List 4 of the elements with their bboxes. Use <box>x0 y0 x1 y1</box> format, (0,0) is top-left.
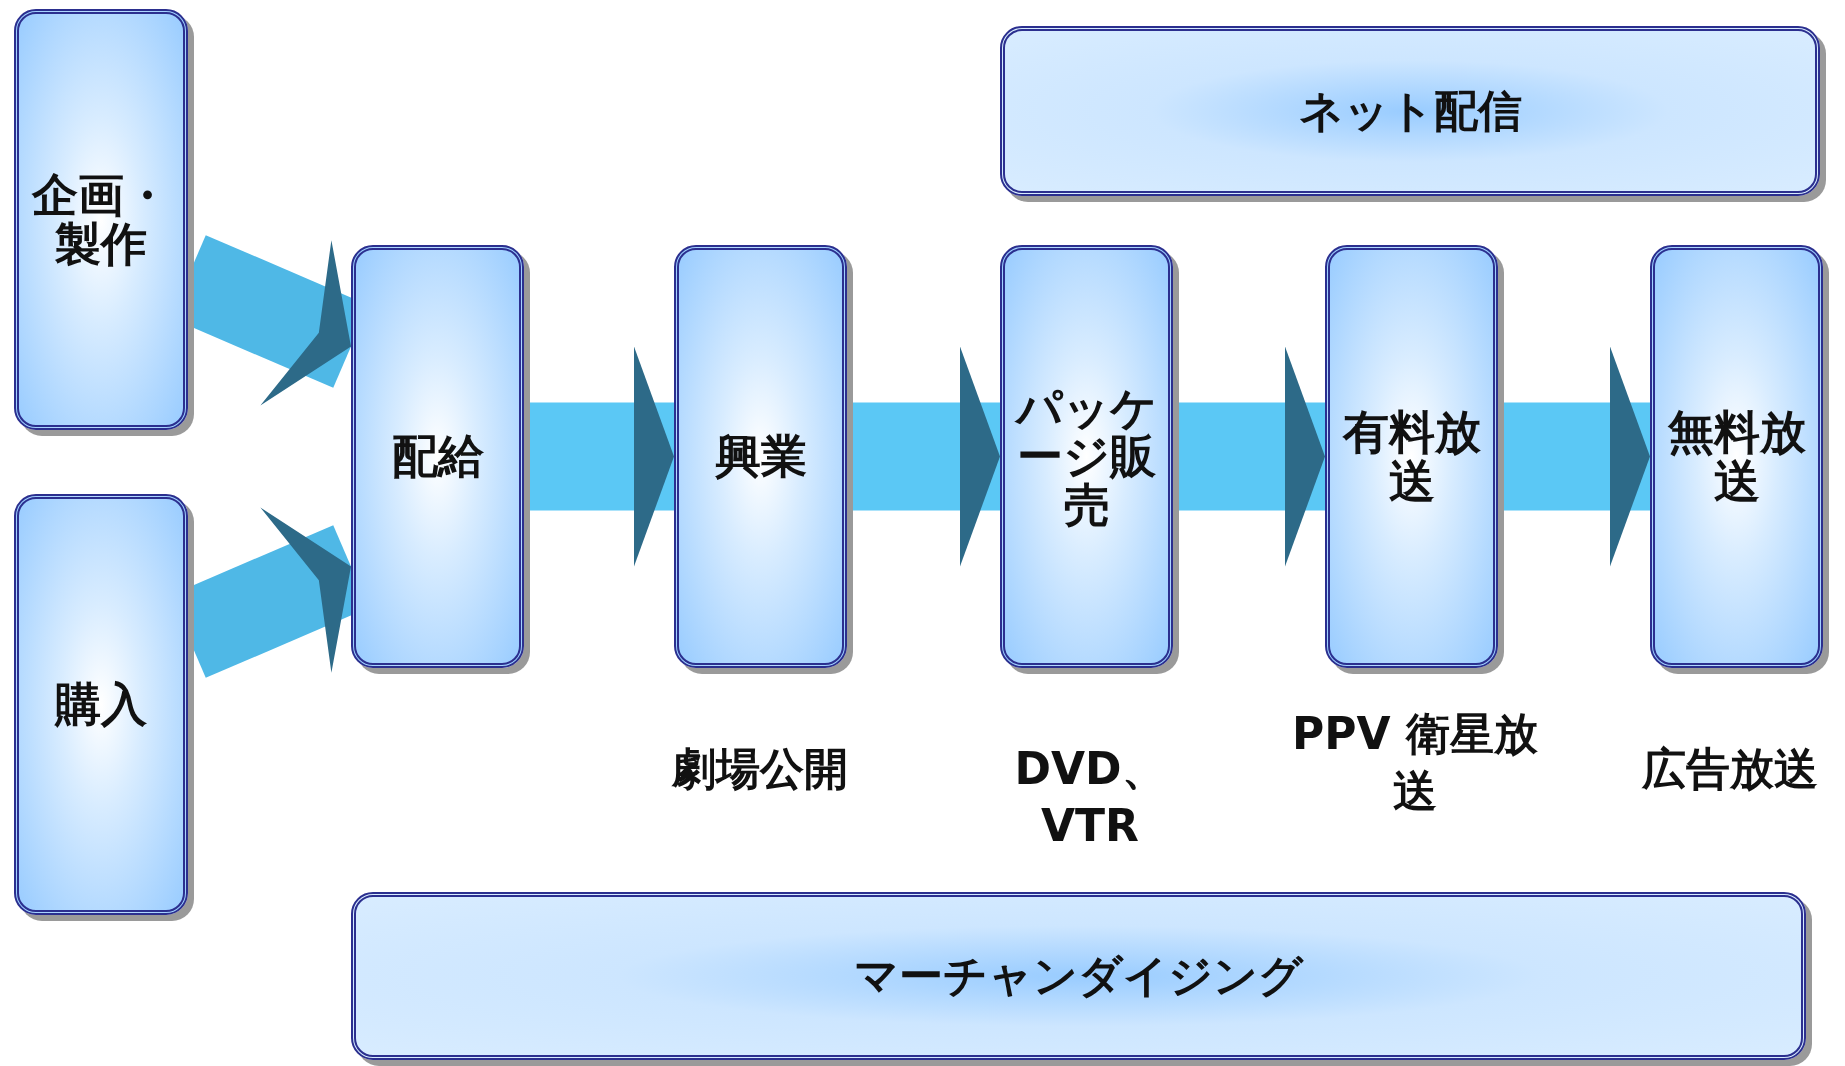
caption-text: PPV 衛星放送 <box>1291 707 1539 819</box>
caption-text: 広告放送 <box>1641 742 1819 796</box>
caption-text: DVD、VTR <box>1013 742 1167 854</box>
caption-text: 劇場公開 <box>671 742 849 796</box>
